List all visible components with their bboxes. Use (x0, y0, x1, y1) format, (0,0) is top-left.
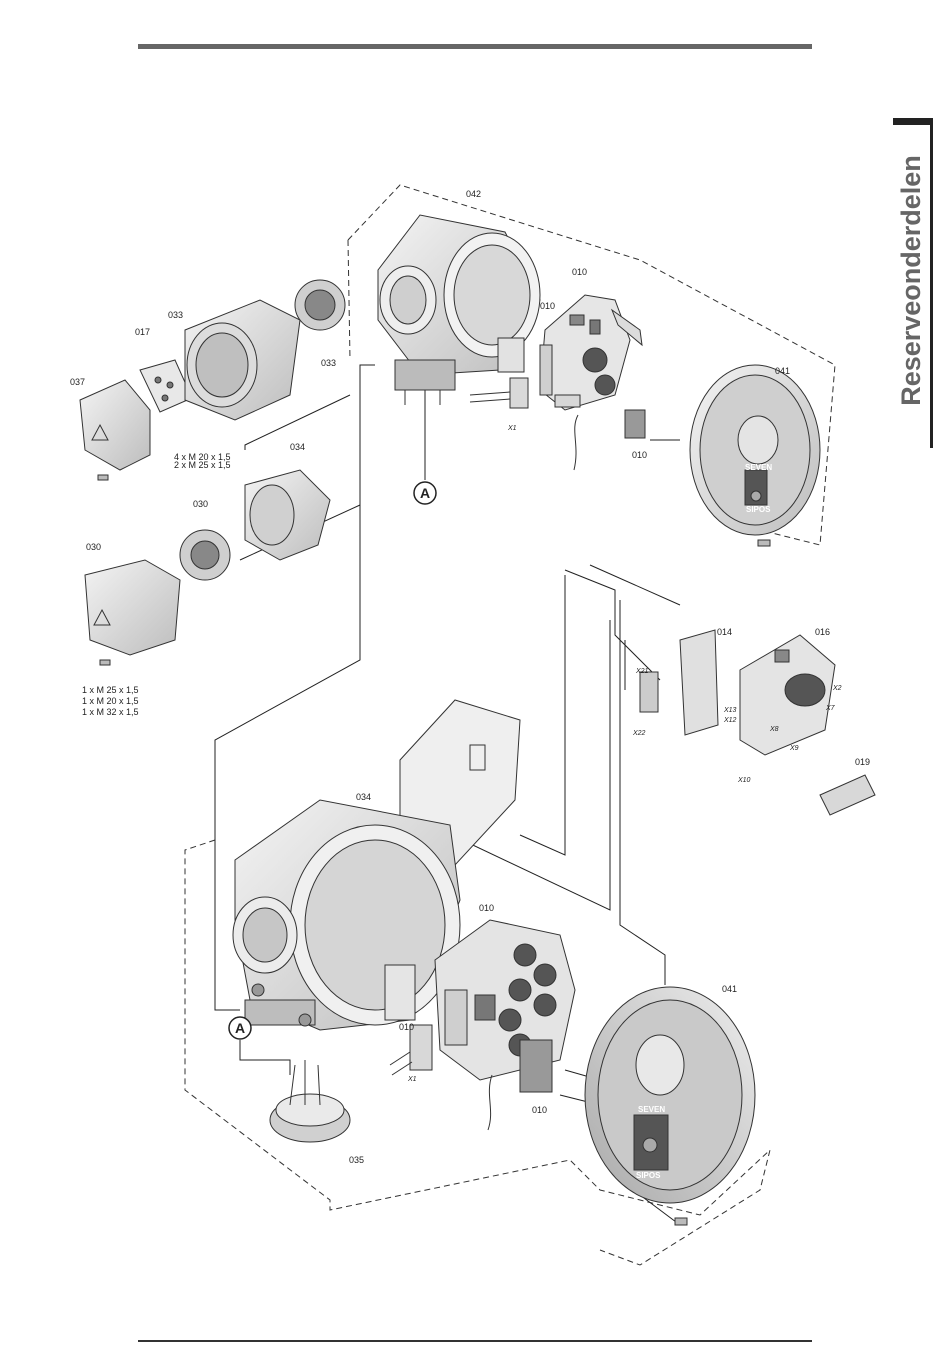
connector-label-x13: X13 (723, 707, 737, 714)
part-label-042: 042 (466, 189, 481, 199)
brand-model-top: SIPOS (746, 505, 771, 514)
connector-label-x10: X10 (737, 777, 751, 784)
housing-034-top (245, 470, 330, 560)
connector-bank-014 (640, 630, 718, 735)
part-label-019: 019 (855, 757, 870, 767)
spec-lower-line2: 1 x M 20 x 1,5 (82, 696, 139, 706)
housing-042 (378, 215, 540, 405)
spec-lower-line3: 1 x M 32 x 1,5 (82, 707, 139, 717)
board-016 (740, 635, 835, 755)
callout-a-lower-label: A (235, 1020, 245, 1036)
cover-037 (80, 380, 150, 480)
connector-label-x1-top: X1 (507, 425, 517, 432)
spec-upper-line2: 2 x M 25 x 1,5 (174, 460, 231, 470)
part-label-034-top: 034 (290, 442, 305, 452)
connector-label-x8: X8 (769, 726, 779, 733)
part-label-017: 017 (135, 327, 150, 337)
board-010-top (540, 295, 642, 410)
connector-label-x22: X22 (632, 730, 646, 737)
brand-name-top: SEVEN (745, 463, 772, 472)
brand-model-bottom: SIPOS (636, 1171, 661, 1180)
callout-a-lower: A (229, 1017, 251, 1039)
cover-041-bottom (585, 987, 755, 1225)
part-label-010-board-bottom: 010 (479, 903, 494, 913)
part-label-030-cover: 030 (86, 542, 101, 552)
connector-label-x12: X12 (723, 717, 737, 724)
connector-label-x21: X21 (635, 668, 649, 675)
part-label-041-top: 041 (775, 366, 790, 376)
callout-a-upper-label: A (420, 485, 430, 501)
part-label-035: 035 (349, 1155, 364, 1165)
part-label-016: 016 (815, 627, 830, 637)
cover-041-top (690, 365, 820, 546)
housing-033-left (185, 300, 300, 420)
part-label-010-plate-bottom: 010 (532, 1105, 547, 1115)
plate-010-top (574, 410, 645, 470)
terminal-017 (140, 360, 192, 412)
connector-label-x9: X9 (789, 745, 799, 752)
brand-name-bottom: SEVEN (638, 1105, 665, 1114)
terminal-base-035 (270, 1060, 350, 1142)
part-label-037: 037 (70, 377, 85, 387)
part-label-034-bottom: 034 (356, 792, 371, 802)
connector-label-x2: X2 (832, 685, 842, 692)
spec-lower-line1: 1 x M 25 x 1,5 (82, 685, 139, 695)
part-label-033-left: 033 (168, 310, 183, 320)
cover-030 (85, 560, 180, 665)
callout-a-upper: A (414, 482, 436, 504)
part-label-010-terminal-bottom: 010 (399, 1022, 414, 1032)
board-019 (820, 775, 875, 815)
part-label-014: 014 (717, 627, 732, 637)
part-label-033-fan: 033 (321, 358, 336, 368)
fan-033 (295, 280, 345, 330)
part-label-010-terminal-top: 010 (540, 301, 555, 311)
fan-030 (180, 530, 230, 580)
part-label-010-board-top: 010 (572, 267, 587, 277)
connector-label-x1-bottom: X1 (407, 1076, 417, 1083)
footer-rule (138, 1340, 812, 1342)
housing-034-bottom (233, 800, 460, 1030)
part-label-030-fan: 030 (193, 499, 208, 509)
part-label-010-plate-top: 010 (632, 450, 647, 460)
part-label-041-bottom: 041 (722, 984, 737, 994)
connector-label-x7: X7 (825, 705, 836, 712)
